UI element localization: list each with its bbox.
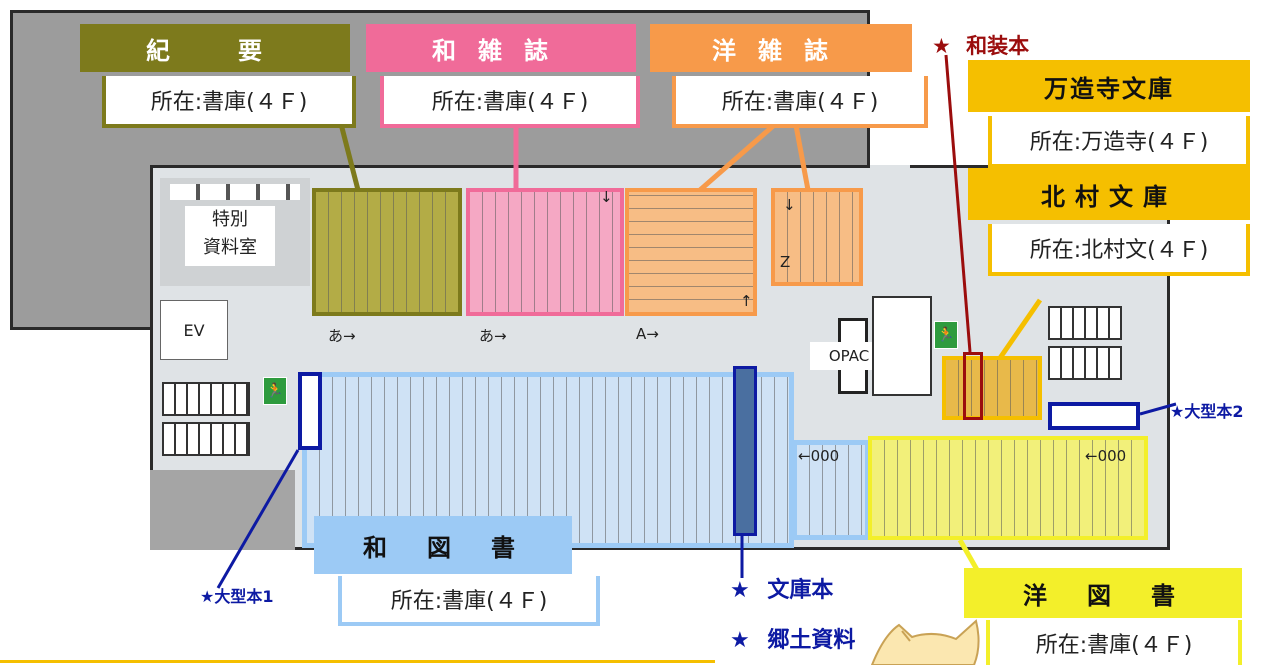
- yo-zasshi-location: 所在:書庫(４Ｆ): [672, 76, 928, 128]
- elevator: EV: [160, 300, 228, 360]
- aisle-label-z: Z: [780, 253, 791, 271]
- kiyo-location: 所在:書庫(４Ｆ): [102, 76, 356, 128]
- footer-divider: [0, 660, 715, 663]
- aisle-label-wa-zasshi: あ→: [479, 327, 507, 345]
- bunkobon-shelf-marker[interactable]: [733, 366, 757, 536]
- line-yo-zasshi-1: [698, 118, 782, 192]
- label-manzoji: 万造寺文庫 所在:万造寺(４Ｆ): [968, 60, 1258, 170]
- line-wasobon: [944, 54, 972, 353]
- aisle-label-kiyo: あ→: [328, 327, 356, 345]
- wa-zasshi-location: 所在:書庫(４Ｆ): [380, 76, 640, 128]
- shelves-yo-zasshi: [625, 188, 757, 316]
- line-ogata1: [216, 449, 300, 589]
- floor-left-lower: [150, 470, 295, 550]
- wa-tosho-location: 所在:書庫(４Ｆ): [338, 576, 600, 626]
- aisle-number-wa: ←000: [798, 447, 840, 465]
- emergency-exit-icon: 🏃: [263, 377, 287, 405]
- ogata1-shelf-marker[interactable]: [298, 372, 322, 450]
- label-yo-tosho: 洋 図 書 所在:書庫(４Ｆ): [964, 568, 1254, 665]
- wasobon-shelf-marker[interactable]: [963, 352, 983, 420]
- label-kiyo: 紀 要 所在:書庫(４Ｆ): [80, 24, 360, 130]
- line-yo-zasshi-2: [792, 119, 811, 191]
- shelves-wa-zasshi: [466, 188, 624, 316]
- manzoji-location: 所在:万造寺(４Ｆ): [988, 116, 1250, 168]
- kitamura-location: 所在:北村文(４Ｆ): [988, 224, 1250, 276]
- special-collection-room: 特別 資料室: [160, 178, 310, 286]
- yo-zasshi-title: 洋雑誌: [650, 24, 912, 72]
- stairs-right-upper: [1048, 306, 1122, 340]
- label-wa-zasshi: 和雑誌 所在:書庫(４Ｆ): [366, 24, 646, 130]
- line-kiyo: [337, 119, 361, 191]
- bunkobon-label-text: 文庫本: [767, 578, 834, 603]
- aisle-arrow-up-1: ↑: [740, 292, 753, 310]
- special-room-desks: [170, 184, 300, 200]
- shelves-wa-tosho-small: [792, 440, 870, 540]
- shelves-yo-zasshi-z: [771, 188, 863, 286]
- star-icon: ★: [730, 628, 750, 653]
- wa-tosho-title: 和 図 書: [314, 516, 572, 574]
- wasobon-marker-label[interactable]: ★ 和装本: [932, 30, 1029, 60]
- ogata2-shelf-marker[interactable]: [1048, 402, 1140, 430]
- yo-tosho-title: 洋 図 書: [964, 568, 1242, 618]
- aisle-arrow-down-2: ↓: [783, 196, 796, 214]
- special-room-label: 特別 資料室: [185, 206, 275, 266]
- label-kitamura: 北村文庫 所在:北村文(４Ｆ): [968, 168, 1258, 278]
- shelves-yo-tosho: [868, 436, 1148, 540]
- ogata2-marker-label[interactable]: ★大型本2: [1170, 402, 1244, 421]
- kyodo-label-text: 郷土資料: [767, 628, 856, 653]
- line-ogata2: [1139, 402, 1177, 416]
- line-bunko: [997, 298, 1043, 360]
- star-icon: ★: [932, 34, 951, 58]
- right-room: [872, 296, 932, 396]
- stairs-left-lower: [162, 422, 250, 456]
- kitamura-title: 北村文庫: [968, 168, 1250, 220]
- label-yo-zasshi: 洋雑誌 所在:書庫(４Ｆ): [650, 24, 930, 130]
- shelves-bunko: [942, 356, 1042, 420]
- manzoji-title: 万造寺文庫: [968, 60, 1250, 112]
- star-icon: ★: [730, 578, 750, 603]
- wa-zasshi-title: 和雑誌: [366, 24, 636, 72]
- yo-tosho-location: 所在:書庫(４Ｆ): [986, 620, 1242, 665]
- bunkobon-marker-label[interactable]: ★ 文庫本: [730, 572, 833, 604]
- aisle-arrow-down-1: ↓: [600, 188, 613, 206]
- label-wa-tosho: 和 図 書 所在:書庫(４Ｆ): [314, 516, 604, 628]
- emergency-exit-icon-right: 🏃: [934, 321, 958, 349]
- aisle-number-yo: ←000: [1085, 447, 1127, 465]
- floor-right-extension: [870, 165, 910, 225]
- shelves-kiyo: [312, 188, 462, 316]
- ogata1-marker-label[interactable]: ★大型本1: [200, 587, 274, 606]
- elevator-label: EV: [183, 320, 205, 340]
- wasobon-label-text: 和装本: [966, 34, 1030, 58]
- cat-mascot-illustration: [870, 619, 980, 665]
- aisle-label-yo-zasshi: A→: [636, 325, 659, 343]
- stairs-right-lower: [1048, 346, 1122, 380]
- stairs-left-upper: [162, 382, 250, 416]
- kyodo-marker-label[interactable]: ★ 郷土資料: [730, 622, 855, 654]
- kiyo-title: 紀 要: [80, 24, 350, 72]
